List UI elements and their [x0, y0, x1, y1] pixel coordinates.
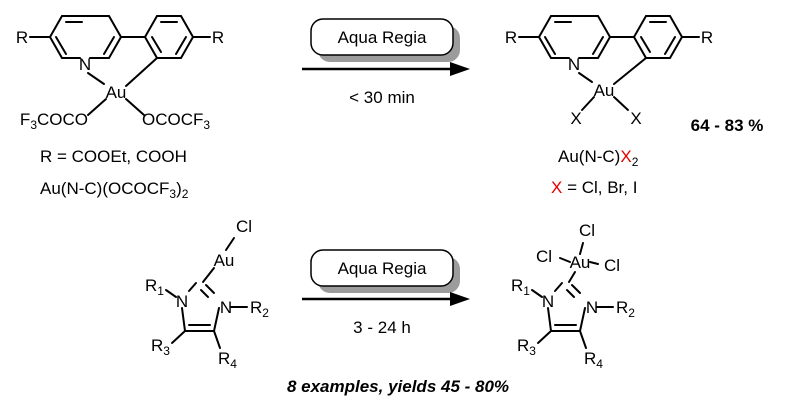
chloride-ligand: Cl — [236, 217, 252, 236]
gold-atom: Au — [106, 83, 127, 102]
summary-footer: 8 examples, yields 45 - 80% — [287, 377, 509, 396]
bond-c2-n3 — [571, 284, 581, 294]
bond-c5-r4 — [579, 330, 587, 349]
double-bond — [544, 36, 556, 55]
double-bond — [151, 36, 162, 53]
double-bond — [640, 36, 651, 53]
bond-au-x — [613, 96, 629, 111]
substituent-r1: R1 — [145, 276, 164, 298]
product-complex-formula: Au(N-C)X2 — [558, 147, 639, 169]
pyridine-ring-upper — [48, 15, 86, 59]
substituent-r2: R2 — [616, 298, 635, 320]
double-bond — [55, 36, 67, 55]
nitrogen-atom: N — [79, 55, 91, 74]
arrow-head — [450, 292, 470, 306]
nitrogen-n3: N — [586, 298, 598, 317]
bond-au-cl — [225, 237, 235, 251]
pyridine-ring — [573, 15, 612, 59]
bond-c2-n1 — [188, 282, 197, 292]
r-group-definition: R = COOEt, COOH — [40, 147, 187, 166]
chloride-right: Cl — [604, 256, 620, 275]
substituent-r1: R1 — [511, 276, 530, 298]
gold-atom: Au — [214, 251, 235, 270]
starting-nhc-complex: Cl Au R1 N N R2 R3 R4 — [145, 217, 269, 371]
bond-au-cl — [589, 261, 599, 265]
halide-x-right: X — [630, 109, 641, 128]
bond-n-au — [578, 72, 593, 83]
bond-c-au — [125, 57, 158, 87]
arrow-head — [450, 62, 470, 76]
halide-x-left: X — [570, 109, 581, 128]
bond-c2-n3 — [205, 284, 215, 294]
double-bond — [566, 289, 575, 298]
bond-c5-n3 — [579, 307, 586, 332]
bond-n1-c4 — [547, 307, 552, 332]
substituent-r2: R2 — [250, 298, 269, 320]
bond-c5-r4 — [213, 330, 221, 349]
trifluoroacetate-ligand-left: F3COCO — [20, 110, 88, 132]
bond-c-au — [202, 267, 215, 283]
x-group-definition: X = Cl, Br, I — [551, 178, 637, 197]
product-nhc-complex: Cl Cl Cl Au R1 N N R2 R3 R4 — [511, 221, 635, 371]
double-bond — [175, 36, 187, 55]
substituent-r4: R4 — [584, 349, 603, 371]
bond-c-au — [568, 271, 576, 283]
double-bond — [200, 289, 209, 298]
bond-n1-r1 — [531, 289, 543, 298]
trifluoroacetate-ligand-right: OCOCF3 — [142, 110, 210, 132]
chloride-top: Cl — [579, 221, 595, 240]
chloride-left: Cl — [536, 247, 552, 266]
starting-complex-1: R R N Au F3COCO OCOCF3 R = COOEt, COOH A… — [16, 15, 224, 201]
substituent-r3: R3 — [517, 336, 536, 358]
bond-au-cl — [579, 242, 584, 255]
bond-au-x — [581, 96, 595, 111]
reagent-label: Aqua Regia — [338, 259, 427, 278]
gold-atom: Au — [594, 81, 615, 100]
nitrogen-n1: N — [176, 292, 188, 311]
substituent-r-left: R — [505, 28, 517, 47]
product-complex-1: R R N Au X X Au(N-C)X2 X = Cl, Br, I 64 … — [505, 15, 764, 197]
reaction-time: 3 - 24 h — [353, 318, 411, 337]
reaction-time: < 30 min — [349, 88, 415, 107]
reaction-arrow-1: Aqua Regia < 30 min — [302, 18, 470, 107]
reagent-label: Aqua Regia — [338, 28, 427, 47]
nitrogen-atom: N — [568, 55, 580, 74]
bond-n1-c4 — [181, 307, 186, 332]
pyridine-ring — [84, 15, 123, 59]
gold-atom: Au — [570, 253, 591, 272]
bond-c-au — [613, 57, 647, 85]
substituent-r4: R4 — [218, 349, 237, 371]
double-bond — [664, 36, 676, 55]
nitrogen-n1: N — [542, 292, 554, 311]
reagent-box — [310, 18, 454, 56]
yield-range: 64 - 83 % — [691, 116, 764, 135]
bond-c4-r3 — [171, 330, 186, 344]
double-bond — [103, 36, 115, 55]
bond-au-o — [87, 98, 107, 116]
bond-n1-r1 — [165, 289, 177, 298]
substituent-r-right: R — [212, 28, 224, 47]
starting-complex-formula: Au(N-C)(OCOCF3)2 — [40, 179, 189, 201]
substituent-r3: R3 — [151, 336, 170, 358]
bond-au-cl — [559, 257, 571, 263]
bond-c4-r3 — [537, 330, 552, 344]
reagent-box — [310, 249, 454, 287]
reaction-arrow-2: Aqua Regia 3 - 24 h — [302, 249, 470, 337]
nitrogen-n3: N — [220, 298, 232, 317]
double-bond — [592, 36, 604, 55]
bond-c2-n1 — [554, 282, 563, 292]
substituent-r-left: R — [16, 28, 28, 47]
substituent-r-right: R — [701, 28, 713, 47]
pyridine-ring-upper — [537, 15, 575, 59]
bond-c5-n3 — [213, 307, 220, 332]
bond-n-au — [87, 72, 105, 85]
bond-au-o — [125, 98, 145, 116]
